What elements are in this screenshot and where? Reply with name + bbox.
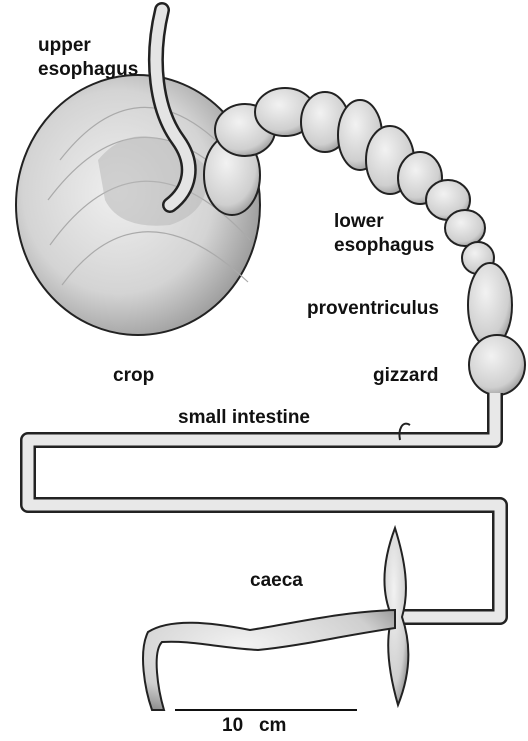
label-lower-esophagus-line1: lower <box>334 210 434 234</box>
label-proventriculus: proventriculus <box>307 297 439 321</box>
label-upper-esophagus: upper esophagus <box>38 34 138 82</box>
label-lower-esophagus-line2: esophagus <box>334 234 434 258</box>
caeca-organ <box>143 528 408 710</box>
label-lower-esophagus: lower esophagus <box>334 210 434 258</box>
label-upper-esophagus-line2: esophagus <box>38 58 138 82</box>
label-crop: crop <box>113 364 154 388</box>
gizzard-organ <box>469 335 525 395</box>
scale-bar-label: 10 cm <box>222 714 286 738</box>
label-upper-esophagus-line1: upper <box>38 34 138 58</box>
proventriculus-organ <box>468 263 512 347</box>
label-caeca: caeca <box>250 569 303 593</box>
label-gizzard: gizzard <box>373 364 438 388</box>
label-small-intestine: small intestine <box>178 406 310 430</box>
